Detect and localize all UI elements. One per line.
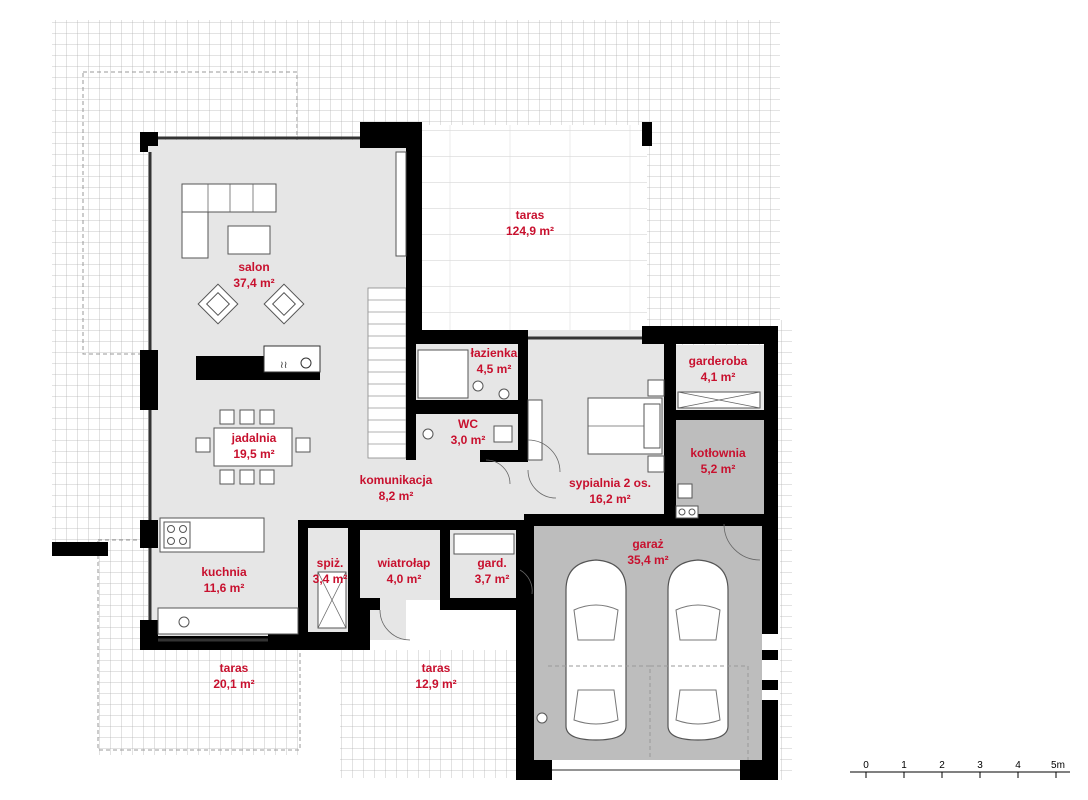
stairs xyxy=(367,287,407,459)
svg-text:≀≀: ≀≀ xyxy=(280,360,288,371)
svg-text:taras: taras xyxy=(422,661,451,675)
svg-text:5,2 m²: 5,2 m² xyxy=(701,462,736,476)
room-label-taras-left: taras 20,1 m² xyxy=(213,661,254,691)
room-label-kuchnia: kuchnia 11,6 m² xyxy=(201,565,247,595)
svg-text:jadalnia: jadalnia xyxy=(231,431,277,445)
svg-text:spiż.: spiż. xyxy=(317,556,344,570)
scale-label-0: 0 xyxy=(863,760,869,771)
svg-text:kuchnia: kuchnia xyxy=(201,565,247,579)
svg-text:sypialnia 2 os.: sypialnia 2 os. xyxy=(569,476,651,490)
scale-label-3: 3 xyxy=(977,760,983,771)
svg-text:salon: salon xyxy=(238,260,269,274)
svg-text:3,0 m²: 3,0 m² xyxy=(451,433,486,447)
kitchen-island xyxy=(157,517,299,635)
svg-text:3,4 m²: 3,4 m² xyxy=(313,572,348,586)
svg-text:łazienka: łazienka xyxy=(471,346,518,360)
svg-text:19,5 m²: 19,5 m² xyxy=(233,447,274,461)
bathroom-fixtures xyxy=(417,349,513,443)
boiler xyxy=(675,483,699,519)
svg-text:garderoba: garderoba xyxy=(689,354,748,368)
room-label-jadalnia: jadalnia 19,5 m² xyxy=(231,431,277,461)
room-label-sypialnia: sypialnia 2 os. 16,2 m² xyxy=(569,476,651,506)
svg-text:komunikacja: komunikacja xyxy=(360,473,433,487)
svg-text:gard.: gard. xyxy=(477,556,506,570)
svg-text:12,9 m²: 12,9 m² xyxy=(415,677,456,691)
room-label-taras-top: taras 124,9 m² xyxy=(506,208,554,238)
svg-text:taras: taras xyxy=(516,208,545,222)
sofa xyxy=(181,183,277,259)
scale-label-4: 4 xyxy=(1015,760,1021,771)
svg-text:20,1 m²: 20,1 m² xyxy=(213,677,254,691)
svg-text:wiatrołap: wiatrołap xyxy=(377,556,431,570)
room-label-komunikacja: komunikacja 8,2 m² xyxy=(360,473,433,503)
svg-text:16,2 m²: 16,2 m² xyxy=(589,492,630,506)
wardrobe-units xyxy=(317,151,761,629)
scale-bar: 0 1 2 3 4 5m xyxy=(850,760,1070,778)
svg-text:124,9 m²: 124,9 m² xyxy=(506,224,554,238)
room-label-gard: gard. 3,7 m² xyxy=(475,556,510,586)
room-label-lazienka: łazienka 4,5 m² xyxy=(471,346,518,376)
room-label-taras-entry: taras 12,9 m² xyxy=(415,661,456,691)
room-label-kotlownia: kotłownia 5,2 m² xyxy=(690,446,746,476)
room-label-garaz: garaż 35,4 m² xyxy=(627,537,668,567)
garage-door-swing xyxy=(548,665,749,760)
scale-label-2: 2 xyxy=(939,760,945,771)
svg-text:kotłownia: kotłownia xyxy=(690,446,746,460)
boiler-room-floor xyxy=(676,418,764,516)
fireplace: ≀≀ xyxy=(196,345,321,380)
room-label-spiz: spiż. 3,4 m² xyxy=(313,556,348,586)
svg-text:4,0 m²: 4,0 m² xyxy=(387,572,422,586)
svg-text:37,4 m²: 37,4 m² xyxy=(233,276,274,290)
svg-text:11,6 m²: 11,6 m² xyxy=(204,581,245,595)
svg-text:3,7 m²: 3,7 m² xyxy=(475,572,510,586)
svg-text:4,5 m²: 4,5 m² xyxy=(477,362,512,376)
walls xyxy=(52,122,778,780)
dining-table xyxy=(195,409,311,485)
car-left xyxy=(565,559,627,741)
svg-text:WC: WC xyxy=(458,417,478,431)
svg-text:8,2 m²: 8,2 m² xyxy=(379,489,414,503)
room-label-salon: salon 37,4 m² xyxy=(233,260,274,290)
armchairs xyxy=(197,283,305,325)
svg-text:4,1 m²: 4,1 m² xyxy=(701,370,736,384)
scale-label-1: 1 xyxy=(901,760,907,771)
room-label-garderoba: garderoba 4,1 m² xyxy=(689,354,748,384)
door-swings xyxy=(379,439,761,641)
bed xyxy=(527,379,665,473)
svg-text:garaż: garaż xyxy=(632,537,663,551)
room-label-wc: WC 3,0 m² xyxy=(451,417,486,447)
svg-text:taras: taras xyxy=(220,661,249,675)
svg-text:35,4 m²: 35,4 m² xyxy=(627,553,668,567)
car-right xyxy=(667,559,729,741)
scale-label-5m: 5m xyxy=(1051,760,1065,771)
room-label-wiatrolap: wiatrołap 4,0 m² xyxy=(377,556,431,586)
